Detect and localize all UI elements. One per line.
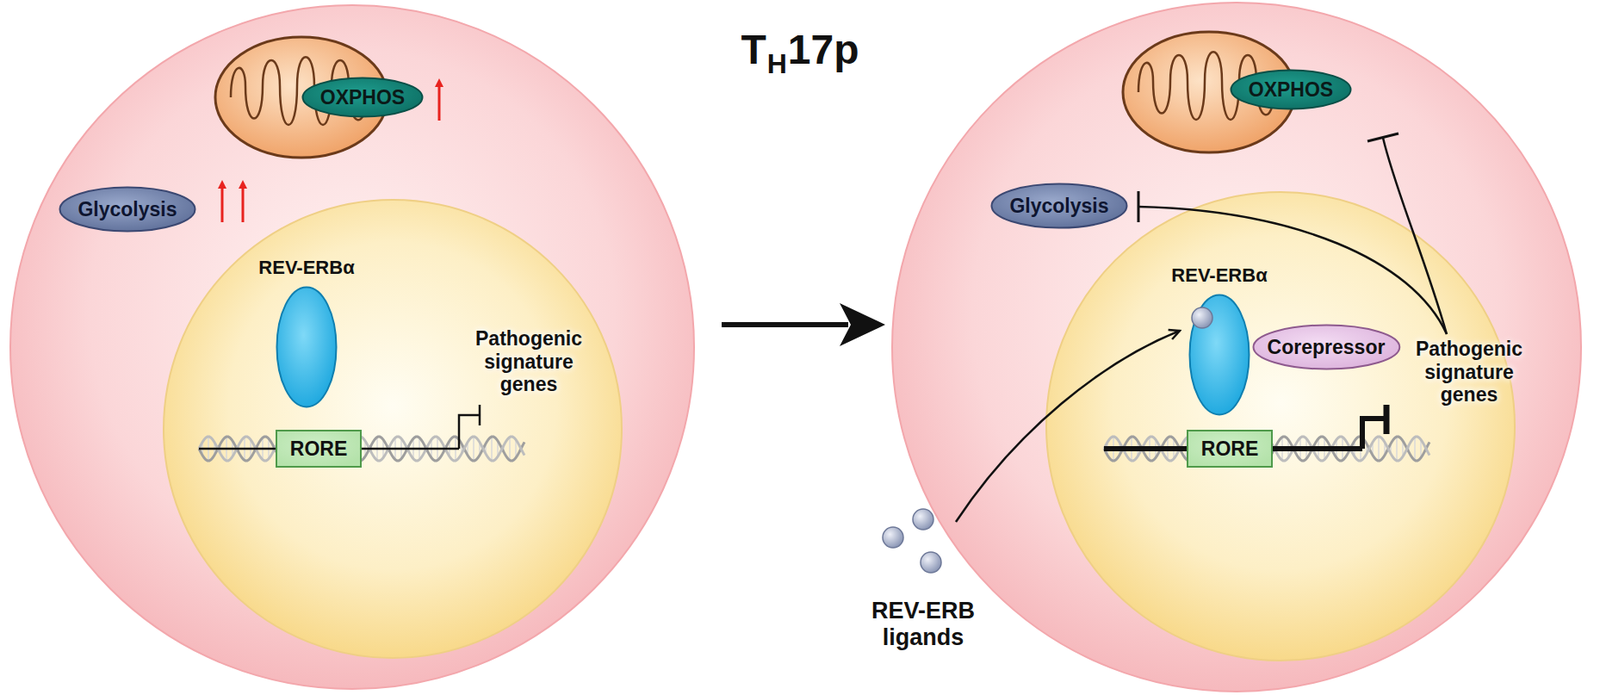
promoter-symbol <box>458 415 480 449</box>
ligand-arrow <box>955 330 1180 522</box>
gene-label: Pathogenic signature genes <box>1400 337 1538 406</box>
receptor-oval-outline <box>275 285 338 409</box>
ligand-label: REV-ERB ligands <box>854 597 993 652</box>
title-part: 17p <box>787 25 860 74</box>
transition-arrow <box>721 322 849 328</box>
process-oval: OXPHOS <box>301 76 424 118</box>
node-heading: REV-ERBα <box>258 256 354 280</box>
cell <box>892 2 1582 692</box>
process-oval: Glycolysis <box>58 186 197 233</box>
node-label: RORE <box>290 437 348 461</box>
nucleus <box>163 199 622 658</box>
response-element: RORE <box>1186 429 1273 468</box>
receptor-oval: REV-ERBα <box>1188 293 1251 416</box>
process-oval: OXPHOS <box>1229 68 1352 111</box>
receptor-oval: REV-ERBα <box>275 285 338 409</box>
gene-label: Pathogenic signature genes <box>459 327 598 396</box>
process-oval: Glycolysis <box>990 182 1129 230</box>
title-part: T <box>740 25 766 74</box>
response-element: RORE <box>275 429 362 468</box>
corepressor-oval: Corepressor <box>1252 323 1402 371</box>
cell <box>10 5 695 689</box>
inhibition-line <box>1382 137 1447 335</box>
promoter-symbol <box>478 404 482 426</box>
ligand-molecule <box>920 551 942 573</box>
increase-arrow <box>241 184 245 223</box>
node-label: Glycolysis <box>1009 194 1109 218</box>
node-heading: REV-ERBα <box>1171 264 1267 287</box>
node-label: OXPHOS <box>1248 78 1334 102</box>
increase-arrow <box>438 82 441 121</box>
node-label: Glycolysis <box>77 198 177 222</box>
node-label: OXPHOS <box>320 86 405 110</box>
promoter-symbol <box>1362 418 1387 449</box>
receptor-oval-outline <box>1188 293 1251 416</box>
node-label: Corepressor <box>1267 335 1386 360</box>
promoter-symbol <box>1383 404 1390 435</box>
title-subscript: H <box>767 48 788 81</box>
inhibition-line <box>1138 206 1447 335</box>
transition-arrow <box>839 303 886 347</box>
increase-arrow <box>221 184 224 223</box>
ligand-molecule <box>882 527 904 548</box>
inhibition-bar <box>1367 133 1399 142</box>
ligand-molecule <box>912 508 934 530</box>
inhibition-bar <box>1137 191 1141 223</box>
node-label: RORE <box>1201 437 1259 461</box>
nucleus <box>1046 192 1515 661</box>
dna-helix <box>198 436 525 461</box>
